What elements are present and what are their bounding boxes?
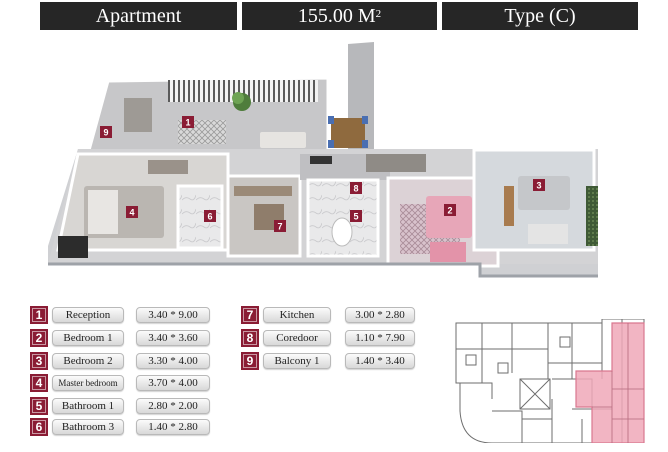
bedroom-2-bed — [518, 176, 570, 210]
legend-badge-7: 7 — [241, 306, 259, 324]
kitchen-counter — [234, 186, 292, 196]
svg-text:3: 3 — [536, 181, 541, 191]
corridor-sofa — [366, 154, 426, 172]
legend-size-bathroom-1: 2.80 * 2.00 — [136, 398, 210, 414]
legend-name-coredoor: Coredoor — [263, 330, 331, 346]
legend-size-balcony-1: 1.40 * 3.40 — [345, 353, 415, 369]
balcony-area — [58, 236, 88, 258]
plan-marker-5: 5 — [350, 210, 362, 222]
master-dresser — [148, 160, 188, 174]
plan-marker-6: 6 — [204, 210, 216, 222]
svg-text:1: 1 — [185, 118, 190, 128]
legend-name-bedroom-2: Bedroom 2 — [52, 353, 124, 369]
plan-marker-4: 4 — [126, 206, 138, 218]
legend-name-reception: Reception — [52, 307, 124, 323]
plan-marker-1: 1 — [182, 116, 194, 128]
reception-sofa — [260, 132, 306, 148]
legend-name-bathroom-3: Bathroom 3 — [52, 419, 124, 435]
legend-badge-2: 2 — [30, 329, 48, 347]
legend-size-coredoor: 1.10 * 7.90 — [345, 330, 415, 346]
plan-marker-9: 9 — [100, 126, 112, 138]
legend-size-master-bedroom: 3.70 * 4.00 — [136, 375, 210, 391]
svg-text:9: 9 — [103, 128, 108, 138]
svg-text:2: 2 — [447, 206, 452, 216]
header-type: Type (C) — [442, 2, 638, 30]
header-apartment: Apartment — [40, 2, 237, 30]
plan-marker-2: 2 — [444, 204, 456, 216]
bathtub — [331, 217, 353, 247]
legend-size-bathroom-3: 1.40 * 2.80 — [136, 419, 210, 435]
legend-size-bedroom-2: 3.30 * 4.00 — [136, 353, 210, 369]
feature-wall-stripes — [168, 80, 318, 102]
header-area: 155.00 M2 — [242, 2, 437, 30]
plan-marker-8: 8 — [350, 182, 362, 194]
dining-table — [331, 118, 365, 148]
legend-badge-6: 6 — [30, 418, 48, 436]
plan-marker-7: 7 — [274, 220, 286, 232]
floor-plan-3d: 1 2 3 4 5 6 7 8 9 — [48, 42, 598, 278]
legend-badge-1: 1 — [30, 306, 48, 324]
svg-text:8: 8 — [353, 184, 358, 194]
green-wall — [586, 186, 598, 246]
legend-name-bedroom-1: Bedroom 1 — [52, 330, 124, 346]
svg-text:4: 4 — [129, 208, 134, 218]
legend-name-bathroom-1: Bathroom 1 — [52, 398, 124, 414]
bedroom-1-bed — [426, 196, 472, 238]
reception-desk — [124, 98, 152, 132]
legend-badge-8: 8 — [241, 329, 259, 347]
svg-text:7: 7 — [277, 222, 282, 232]
key-plan — [455, 319, 645, 443]
legend-name-balcony-1: Balcony 1 — [263, 353, 331, 369]
legend-badge-9: 9 — [241, 352, 259, 370]
legend-name-master-bedroom: Master bedroom — [52, 375, 124, 391]
legend-size-reception: 3.40 * 9.00 — [136, 307, 210, 323]
key-plan-highlight-unit — [575, 322, 645, 443]
plan-marker-3: 3 — [533, 179, 545, 191]
svg-text:6: 6 — [207, 212, 212, 222]
legend-badge-4: 4 — [30, 374, 48, 392]
svg-text:5: 5 — [353, 212, 358, 222]
legend-name-kitchen: Kitchen — [263, 307, 331, 323]
legend-badge-5: 5 — [30, 397, 48, 415]
legend-size-kitchen: 3.00 * 2.80 — [345, 307, 415, 323]
legend-badge-3: 3 — [30, 352, 48, 370]
bedroom-2-desk — [504, 186, 514, 226]
legend-size-bedroom-1: 3.40 * 3.60 — [136, 330, 210, 346]
